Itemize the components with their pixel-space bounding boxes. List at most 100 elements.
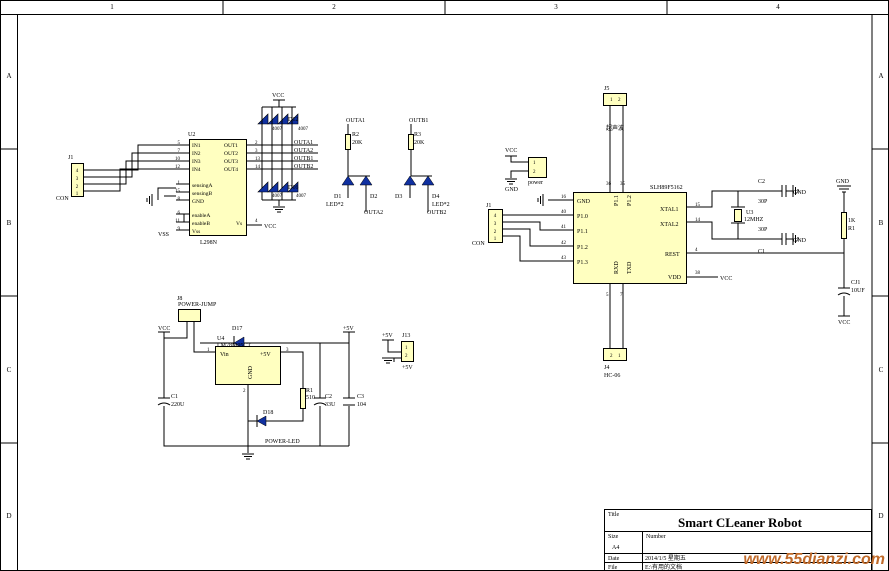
frame-row-a-right: A [878, 72, 883, 80]
power-conn-value: power [528, 180, 543, 186]
mcu-pin-num: 15 [695, 203, 701, 208]
u2-pin-num: 2 [255, 141, 258, 146]
c1-value: 220U [171, 402, 185, 408]
d18-ref: D18 [263, 410, 273, 416]
watermark: www.55dianzi.com [743, 551, 885, 568]
frame-row-d: D [6, 512, 11, 520]
u2-pin-name: sensingA [192, 183, 213, 189]
led-b-r-value: 20K [414, 140, 425, 146]
frame-col-4: 4 [776, 3, 780, 11]
j1-left-pin: 4 [76, 169, 79, 174]
u2-pin-num: 5 [178, 141, 181, 146]
u4-ref: U4 [217, 336, 224, 342]
crystal-ref: U3 [746, 210, 753, 216]
file-value: E:\有用的文档 [645, 563, 682, 571]
u2-pin-name: IN1 [192, 143, 201, 149]
crystal-value: 12MHZ [744, 217, 764, 223]
reset-r-value: 1K [848, 218, 856, 224]
size-value: A4 [612, 545, 619, 551]
mcu-pin-name: P1.1 [614, 195, 620, 206]
j13-net-bottom: +5V [402, 365, 413, 371]
d17-ref: D17 [232, 326, 242, 332]
led-a-d2: D2 [370, 194, 377, 200]
led-b-r-ref: R3 [414, 132, 421, 138]
mcu-pin-num: 40 [561, 210, 567, 215]
crystal-c2-ref: C2 [758, 179, 765, 185]
c2-value: 33U [325, 402, 336, 408]
frame-col-3: 3 [554, 3, 558, 11]
mcu-value: SLH89F5162 [650, 185, 683, 191]
u4-pin1: 1 [207, 348, 210, 353]
plus5-net: +5V [343, 326, 354, 332]
reset-r-ref: R1 [848, 226, 855, 232]
u2-pin-num: 13 [255, 157, 261, 162]
mcu-pin-num: 38 [695, 271, 701, 276]
mcu-pin-name: P1.3 [577, 260, 588, 266]
u2-pin-name: Vss [192, 229, 200, 235]
u2-pin-name: GND [192, 199, 204, 205]
j1-left-value: CON [56, 196, 69, 202]
c3-value: 104 [357, 402, 366, 408]
size-label: Size [608, 534, 619, 540]
mcu-pin-name: P1.1 [577, 229, 588, 235]
u2-pin-name: OUT4 [224, 167, 238, 173]
j4-pin: 1 [618, 354, 621, 359]
led-a-d1: D1 [334, 194, 341, 200]
diode-bottom-value: 4007 [296, 194, 307, 199]
u2-vss-net: VSS [158, 232, 169, 238]
u2-pin-num: 10 [175, 157, 181, 162]
led-a-r-value: 20K [352, 140, 363, 146]
j4-ref: J4 [604, 365, 609, 371]
u2-pin-num: 14 [255, 165, 261, 170]
connector-j1-left: J1 CON 4 3 2 1 [56, 144, 190, 202]
mcu-pin-num: 35 [620, 182, 626, 187]
j1-left-pin: 3 [76, 177, 79, 182]
j4-value: HC-06 [604, 373, 620, 379]
crystal-gnd-top: GND [793, 190, 807, 196]
crystal-c2-value: 30P [758, 199, 768, 205]
project-title: Smart CLeaner Robot [678, 515, 803, 530]
net-label-outa2: OUTA2 [294, 148, 313, 154]
j4-pin: 2 [610, 354, 613, 359]
diode-bottom-ref: D16 [288, 185, 298, 191]
ic-mcu-slh89f5162: SLH89F5162 GND P1.0 P1.1 P1.2 P1.3 XTAL1… [561, 182, 732, 348]
j1-right-pin: 1 [494, 237, 497, 242]
r1-value: 510 [306, 395, 315, 401]
mcu-pin-name: P1.2 [577, 245, 588, 251]
number-label: Number [646, 534, 666, 540]
j1-right-value: CON [472, 241, 485, 247]
power-connector: VCC 1 2 GND power [504, 148, 547, 193]
title-label: Title [608, 512, 619, 518]
mcu-pin-num: 5 [606, 293, 609, 298]
j5-value: 超声波 [606, 124, 624, 132]
j1-right-pin: 3 [494, 222, 497, 227]
frame-row-b-right: B [879, 219, 884, 227]
ic-u2-l298n: U2 L298N IN1 IN2 IN3 IN4 sensingA sensin… [146, 132, 276, 246]
vcc-net: VCC [158, 326, 170, 332]
reset-gnd: GND [836, 179, 850, 185]
mcu-pin-num: 4 [695, 248, 698, 253]
u4-pin-out: +5V [260, 352, 271, 358]
title-block: Title Smart CLeaner Robot Size A4 Number… [604, 509, 872, 571]
mcu-pin-name: TXD [627, 261, 633, 274]
diode-top-extra: 4007 [272, 127, 283, 132]
led-b-net-top: OUTB1 [409, 118, 428, 124]
u2-pin-name: IN2 [192, 151, 201, 157]
frame-row-a: A [6, 72, 11, 80]
u2-pin-name: OUT1 [224, 143, 238, 149]
diode-array-top: VCC D12 4007 4007 [257, 93, 309, 200]
u2-vs-net: VCC [264, 224, 276, 230]
j1-left-pin: 2 [76, 185, 79, 190]
u2-pin-num: 3 [255, 149, 258, 154]
reset-circuit: GND 1K R1 CJ1 10UF VCC [687, 179, 865, 326]
u2-pin-num: 7 [178, 149, 181, 154]
crystal-gnd-bottom: GND [793, 238, 807, 244]
mcu-pin-name: RXD [614, 261, 620, 274]
mcu-pin-num: 7 [620, 293, 623, 298]
mcu-pin-num: 16 [561, 195, 567, 200]
power-conn-gnd: GND [505, 187, 519, 193]
led-b-value: LED*2 [432, 202, 450, 208]
net-label-outa1: OUTA1 [294, 140, 313, 146]
